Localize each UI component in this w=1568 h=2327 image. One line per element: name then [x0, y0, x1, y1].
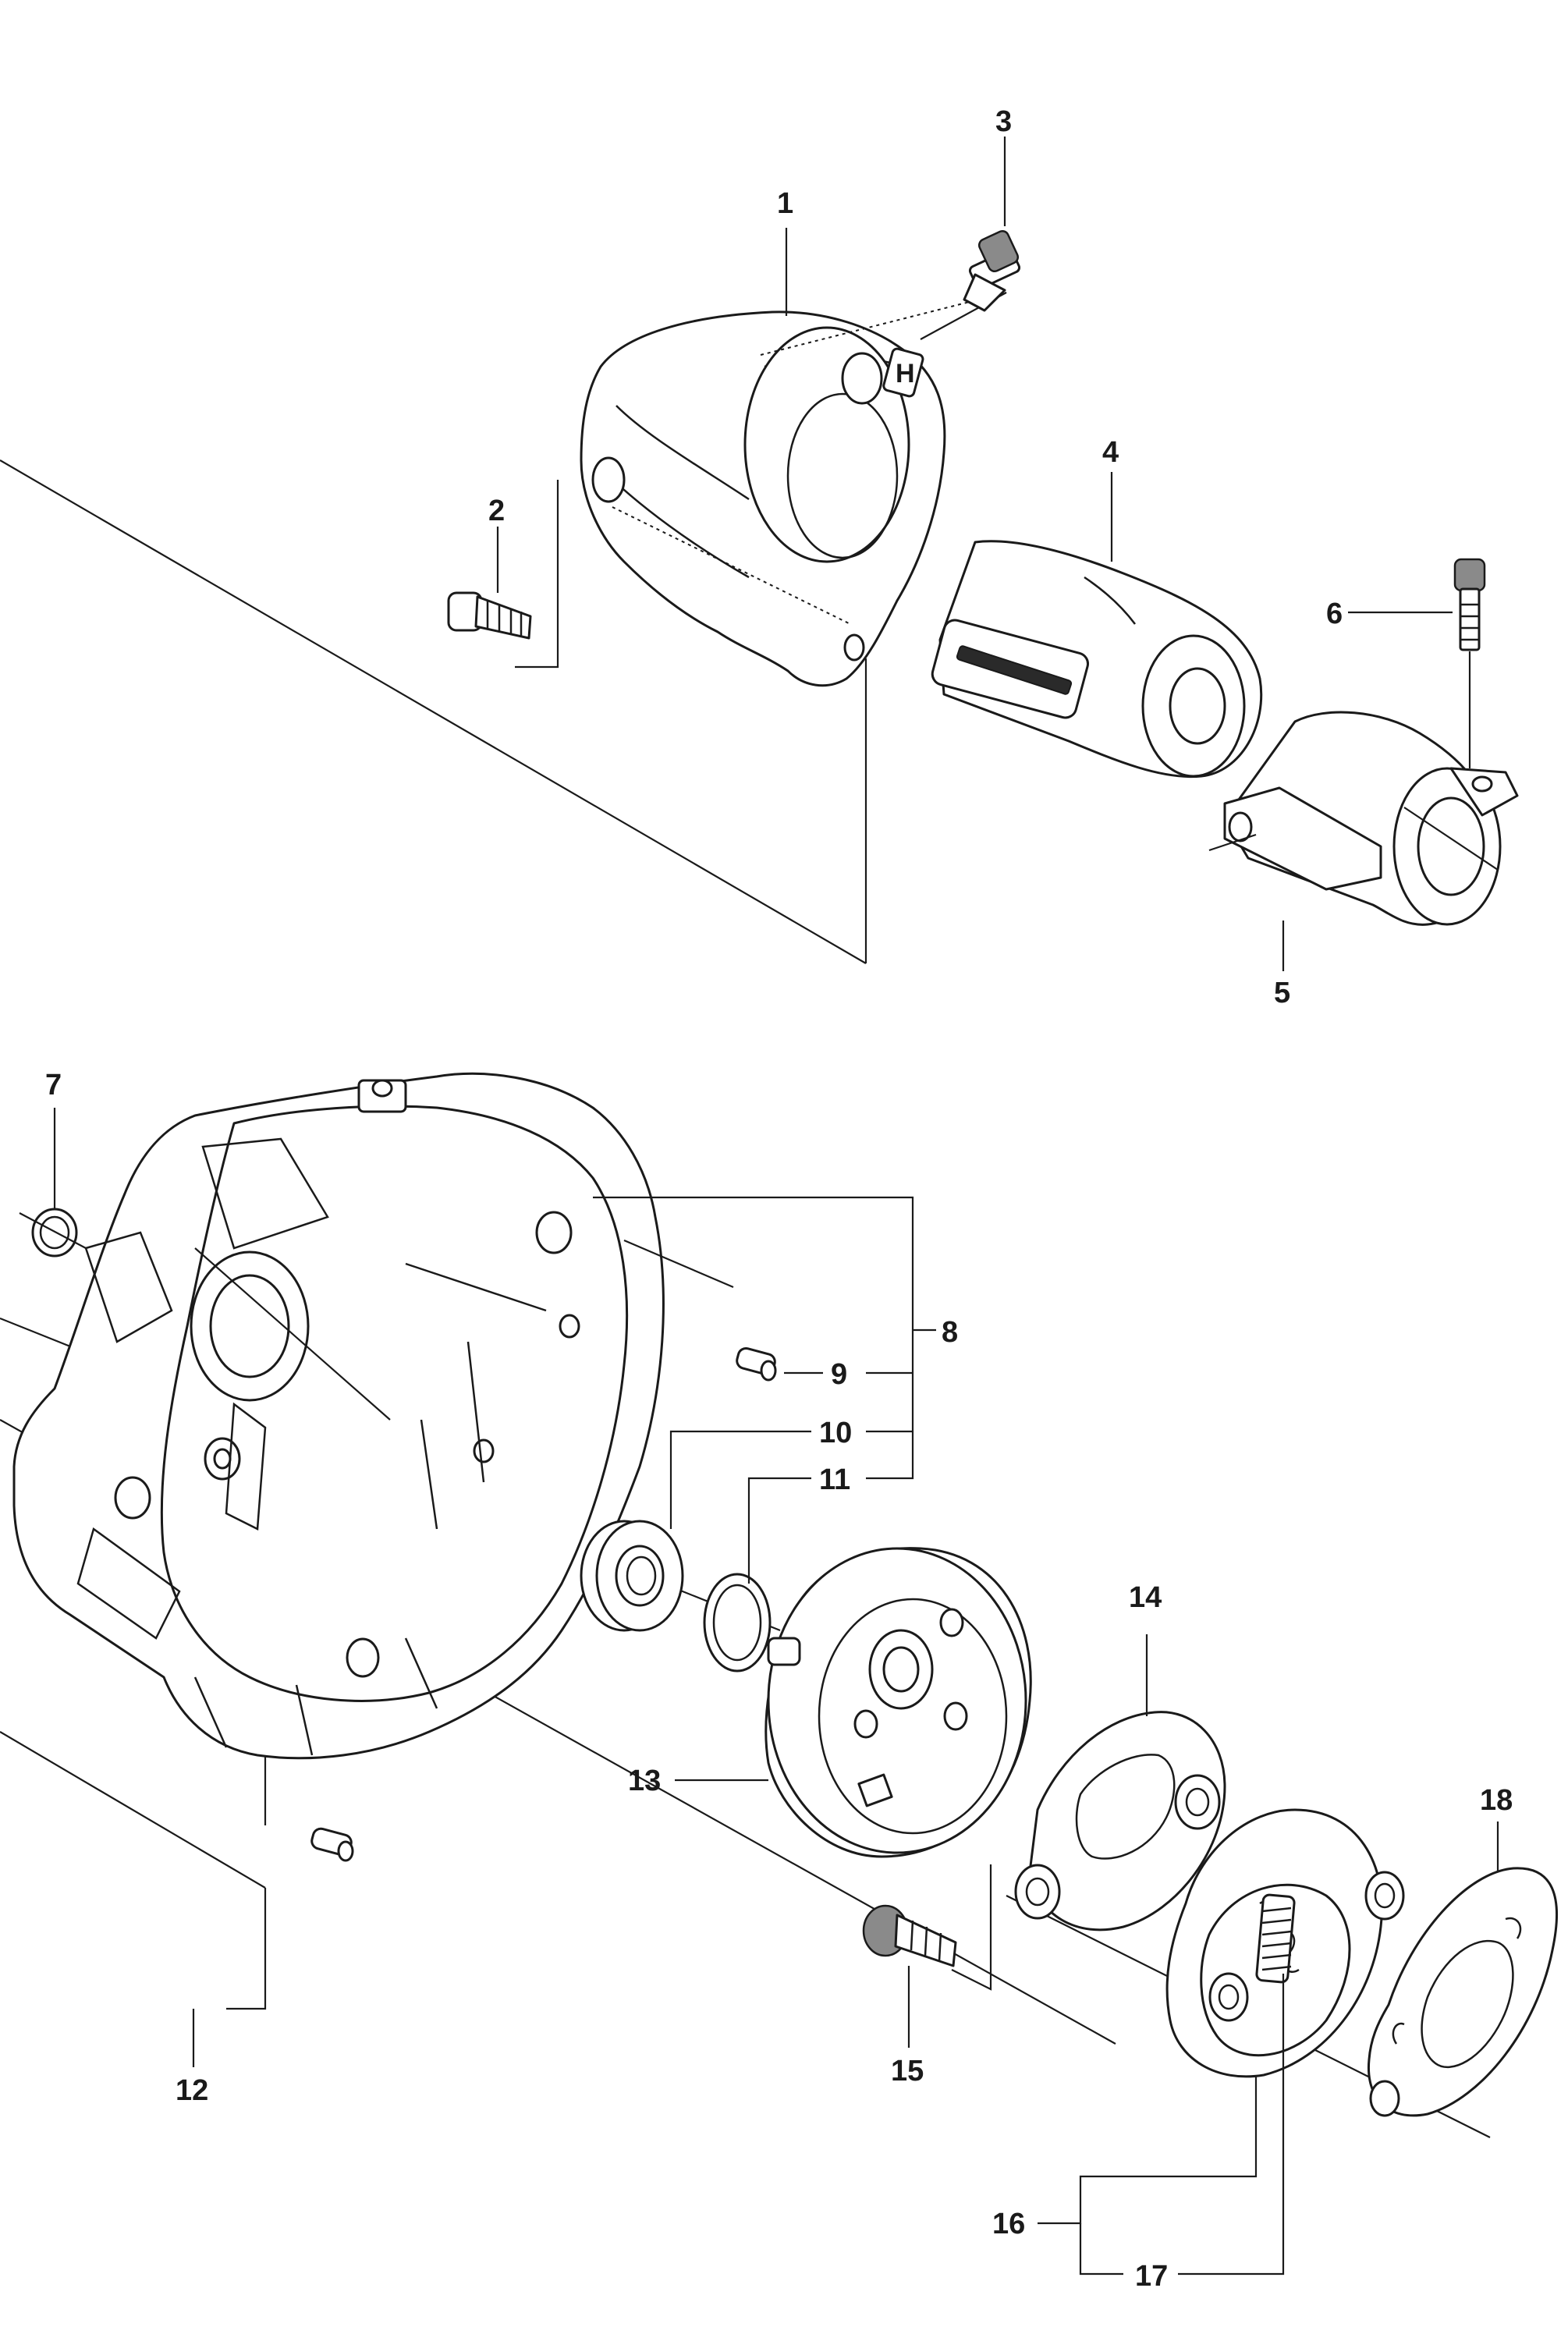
callout-14: 14: [1129, 1581, 1162, 1614]
washer-plate-part: [1367, 1867, 1559, 2117]
crankcase-housing-part: [12, 1072, 734, 1760]
screw-part-2: [447, 591, 532, 640]
retaining-ring-part: [703, 1573, 772, 1673]
callout-18: 18: [1480, 1784, 1513, 1817]
clutch-drum-part: [764, 1547, 1032, 1858]
callout-3: 3: [995, 105, 1012, 138]
dampener-sleeve-part: [931, 540, 1263, 779]
callout-5: 5: [1274, 977, 1290, 1009]
axis-line-upper: [0, 459, 867, 964]
clutch-spring-part: [1255, 1893, 1300, 1984]
callout-10: 10: [819, 1417, 852, 1449]
callout-13: 13: [628, 1765, 661, 1797]
callout-16: 16: [992, 2208, 1025, 2240]
bearing-part: [580, 1520, 684, 1632]
leader-lines: [192, 137, 1499, 2276]
axis-line-lower-3: [0, 1731, 266, 1889]
callout-8: 8: [942, 1316, 958, 1349]
callout-15: 15: [891, 2055, 924, 2088]
dowel-pin-part: [736, 1346, 777, 1382]
brand-logo-icon: [882, 347, 924, 398]
brand-logo-letter: H: [896, 359, 915, 388]
callout-7: 7: [45, 1069, 62, 1101]
screw-part-6: [1453, 558, 1486, 768]
screw-part-15: [862, 1904, 957, 1967]
gear-housing-part: H: [580, 292, 1007, 687]
circlip-part-7: [19, 1108, 87, 1258]
callout-2: 2: [488, 495, 505, 527]
axis-line-lower-4: [226, 1888, 267, 2010]
callout-9: 9: [831, 1358, 847, 1391]
dowel-pin-lower: [310, 1827, 354, 1862]
callout-1: 1: [777, 187, 793, 220]
hidden-line-housing-2: [612, 506, 851, 625]
callout-4: 4: [1102, 436, 1119, 469]
callout-12: 12: [176, 2074, 208, 2107]
screw-part-3: [920, 229, 1021, 340]
axis-line-lower-7: [951, 1864, 992, 1991]
clutch-washer-part: [1014, 1711, 1226, 1931]
callout-6: 6: [1326, 598, 1343, 630]
clamp-part: [1208, 711, 1519, 926]
callout-17: 17: [1135, 2260, 1168, 2293]
axis-line-housing: [515, 480, 559, 669]
callout-11: 11: [819, 1463, 850, 1496]
hidden-line-housing: [760, 292, 1007, 356]
